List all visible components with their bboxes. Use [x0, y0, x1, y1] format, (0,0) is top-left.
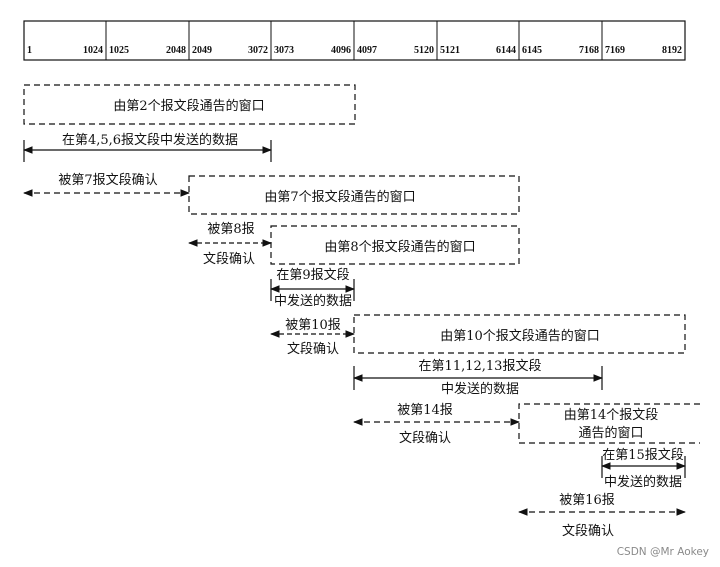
window-box: [353, 314, 686, 354]
ack-label: 被第10报: [285, 318, 341, 333]
window-box: [188, 175, 520, 215]
sent-seg111213: 在第11,12,13报文段 中发送的数据: [353, 359, 603, 397]
ack-label: 文段确认: [203, 252, 255, 267]
window-label: 通告的窗口: [578, 425, 643, 441]
segment-start: 2049: [192, 45, 212, 56]
window-label: 由第14个报文段: [564, 408, 659, 423]
segment-end: 5120: [414, 45, 434, 56]
segment-start: 4097: [357, 45, 377, 56]
ack-label: 被第14报: [397, 403, 453, 418]
window-seg10: 由第10个报文段通告的窗口: [353, 314, 686, 354]
segment-end: 6144: [496, 45, 516, 56]
ack-label: 文段确认: [562, 524, 614, 539]
sent-label: 在第11,12,13报文段: [419, 359, 542, 374]
ack-seg14: 被第14报 文段确认: [353, 403, 520, 446]
ack-label: 被第8报: [207, 222, 254, 237]
window-label: 由第2个报文段通告的窗口: [113, 98, 264, 114]
sent-label: 中发送的数据: [604, 474, 682, 490]
segment-start: 1025: [109, 45, 129, 56]
window-seg2: 由第2个报文段通告的窗口: [23, 84, 356, 125]
ack-label: 文段确认: [399, 431, 451, 446]
ack-seg7: 被第7报文段确认: [23, 173, 190, 197]
ack-label: 文段确认: [287, 342, 339, 357]
sent-label: 中发送的数据: [441, 381, 519, 397]
segment-end: 8192: [662, 45, 682, 56]
segment-end: 2048: [166, 45, 186, 56]
segment-start: 1: [27, 45, 32, 56]
watermark: CSDN @Mr Aokey: [617, 546, 709, 558]
window-seg7: 由第7个报文段通告的窗口: [188, 175, 520, 215]
segment-end: 7168: [579, 45, 599, 56]
sent-seg9: 在第9报文段 中发送的数据: [270, 268, 355, 309]
ack-label: 被第16报: [559, 493, 615, 508]
segment-end: 1024: [83, 45, 103, 56]
segment-start: 7169: [605, 45, 625, 56]
segment-end: 3072: [248, 45, 268, 56]
segment-end: 4096: [331, 45, 351, 56]
sent-label: 在第15报文段: [602, 448, 684, 463]
ack-seg10: 被第10报 文段确认: [270, 318, 355, 357]
sent-label: 在第4,5,6报文段中发送的数据: [62, 132, 238, 148]
byte-ruler: 1 1024 1025 2048 2049 3072 3073 4096 409…: [23, 20, 686, 61]
ack-seg16: 被第16报 文段确认: [518, 493, 686, 539]
window-label: 由第7个报文段通告的窗口: [264, 189, 415, 205]
ack-seg8: 被第8报 文段确认: [188, 222, 272, 267]
window-seg8: 由第8个报文段通告的窗口: [270, 225, 520, 265]
segment-start: 6145: [522, 45, 542, 56]
window-box: [518, 403, 700, 444]
sent-label: 中发送的数据: [274, 293, 352, 309]
window-box: [23, 84, 356, 125]
sent-seg456: 在第4,5,6报文段中发送的数据: [23, 132, 272, 162]
segment-start: 3073: [274, 45, 294, 56]
window-seg14: 由第14个报文段 通告的窗口: [518, 403, 700, 444]
sent-seg15: 在第15报文段 中发送的数据: [601, 448, 686, 490]
ack-label: 被第7报文段确认: [58, 173, 157, 188]
segment-start: 5121: [440, 45, 460, 56]
sent-label: 在第9报文段: [276, 268, 349, 283]
window-label: 由第10个报文段通告的窗口: [440, 328, 600, 344]
window-box: [270, 225, 520, 265]
window-label: 由第8个报文段通告的窗口: [324, 239, 475, 255]
